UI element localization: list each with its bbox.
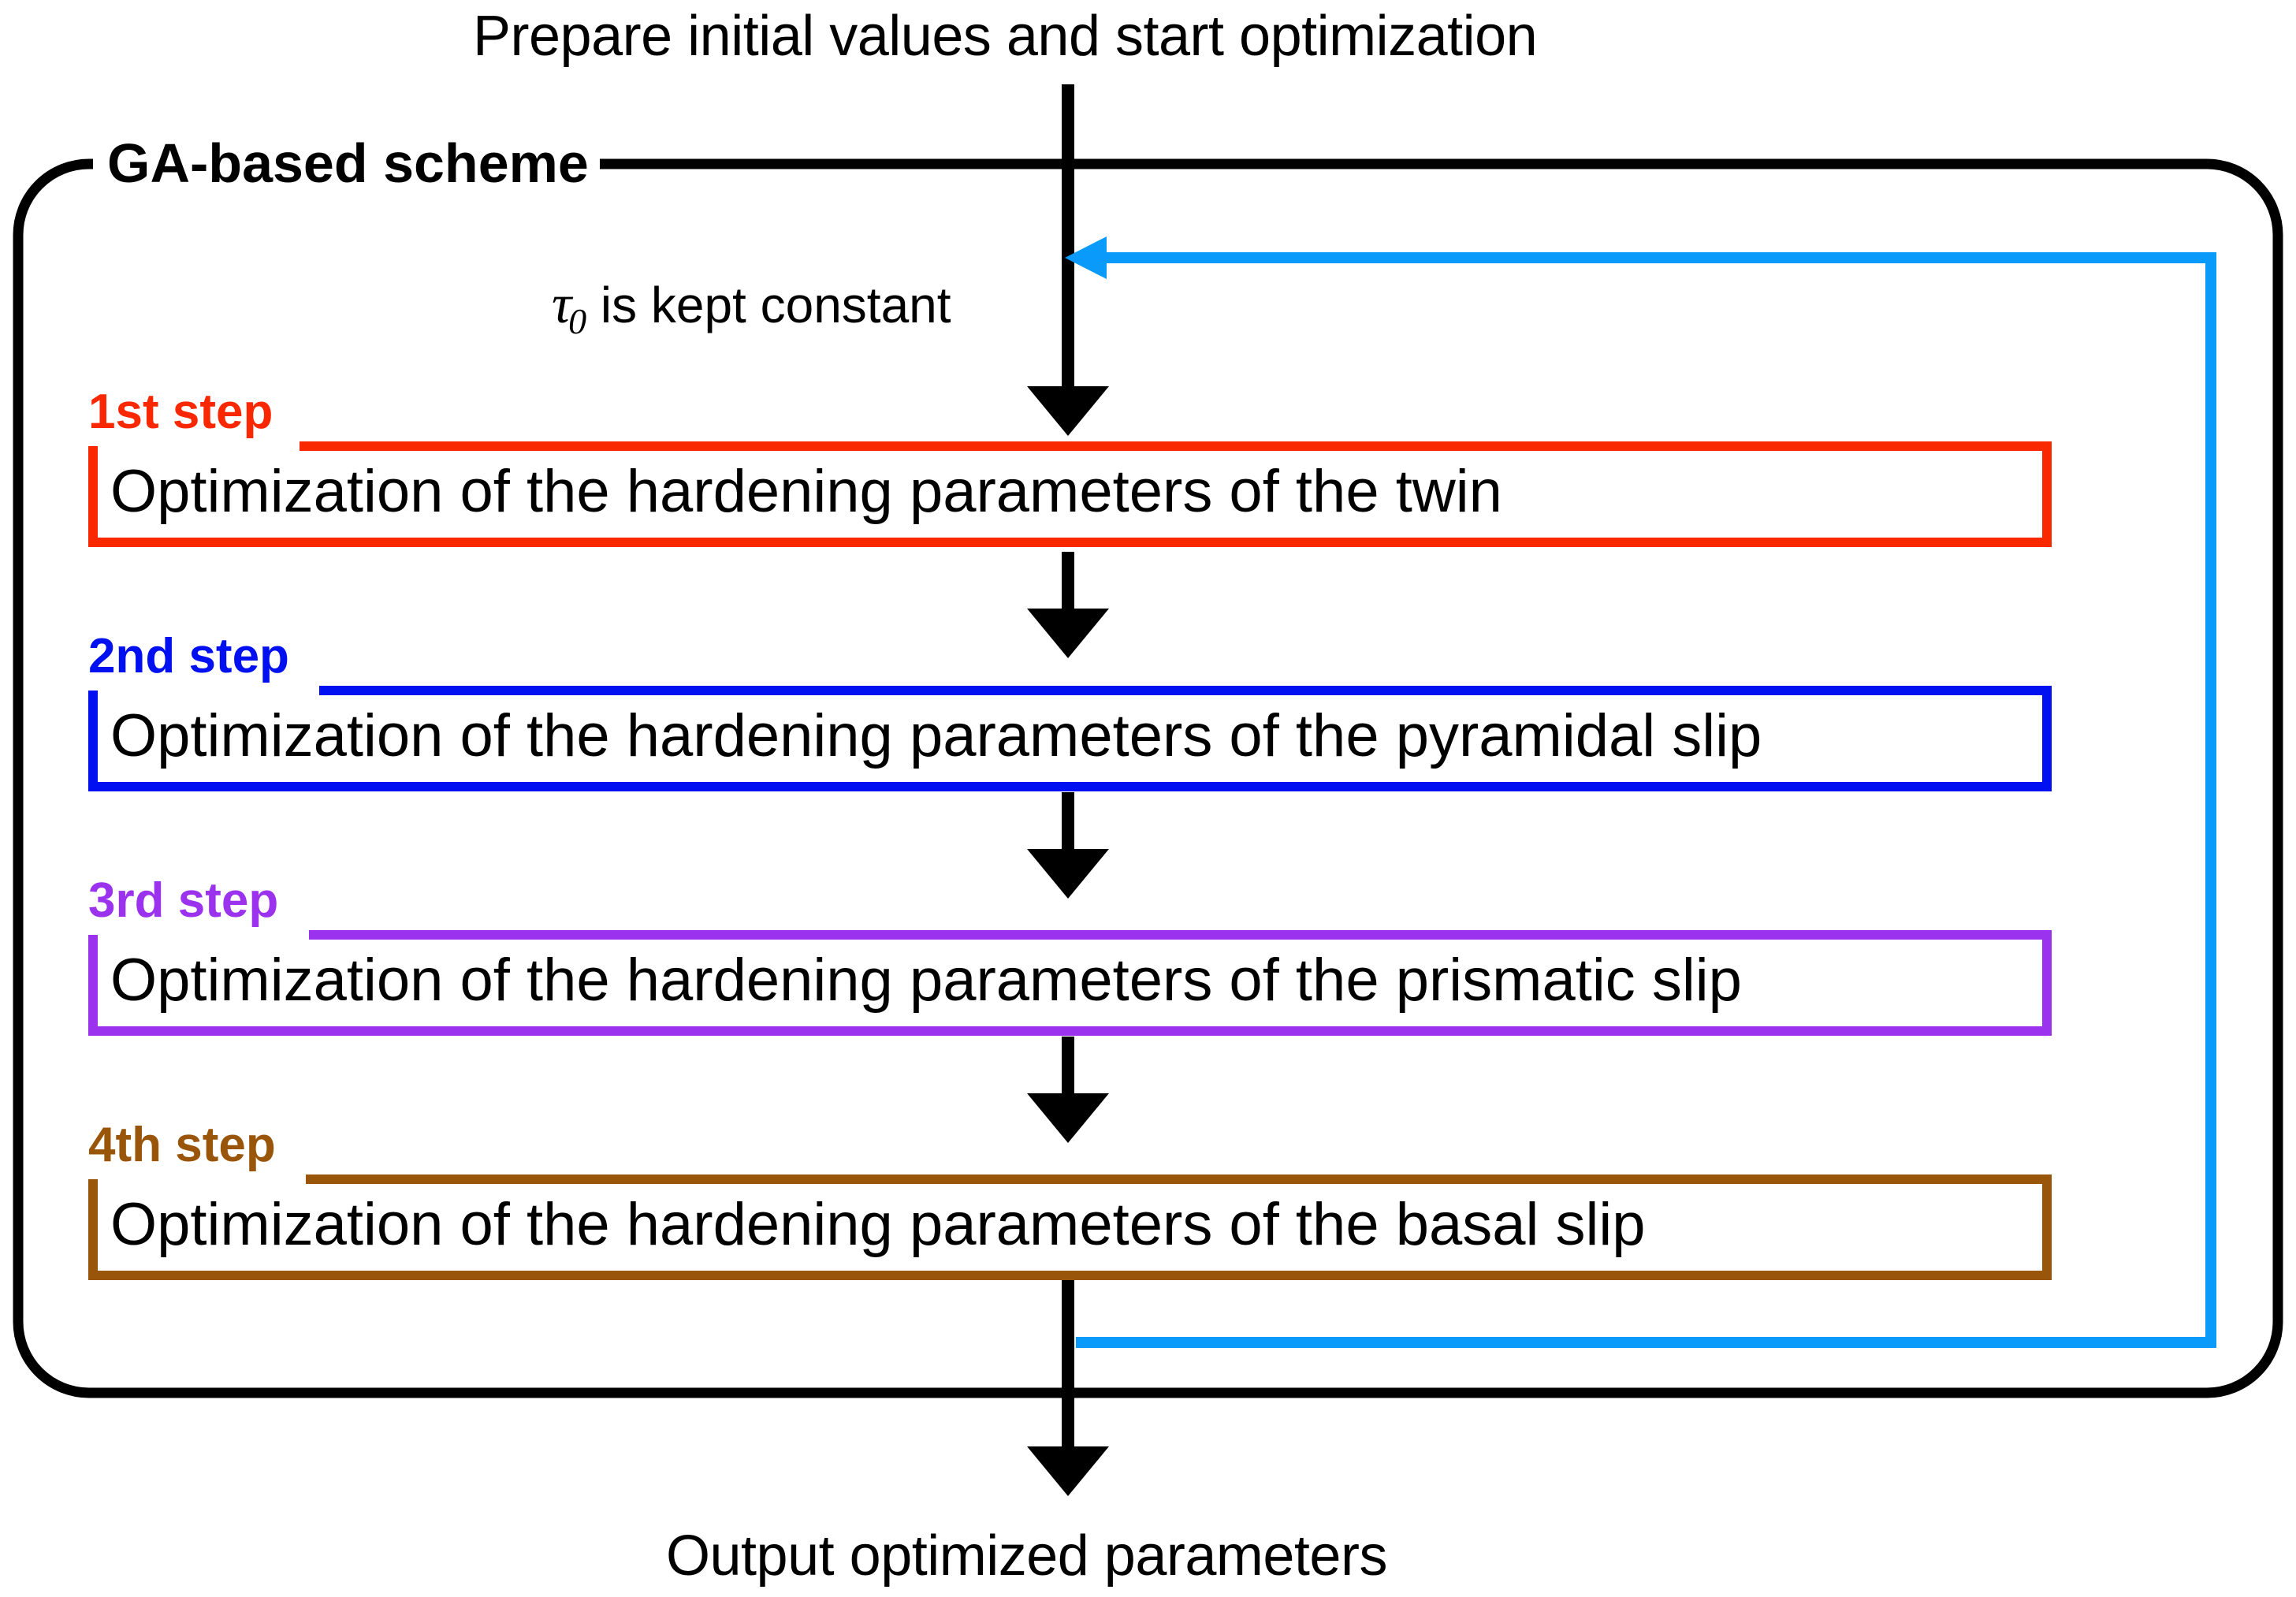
tau-subscript: 0 (568, 300, 587, 341)
step-3-box[interactable] (88, 930, 2052, 1036)
tau-constant-note: τ0 is kept constant (552, 277, 951, 340)
step-3-body: Optimization of the hardening parameters… (110, 947, 1742, 1014)
top-caption: Prepare initial values and start optimiz… (473, 5, 1538, 68)
bottom-caption: Output optimized parameters (666, 1524, 1387, 1588)
arrow-down-entry (1027, 84, 1109, 436)
feedback-loop-arrow (1065, 236, 2216, 1348)
step-4-body: Optimization of the hardening parameters… (110, 1191, 1646, 1258)
step-4-box[interactable] (88, 1174, 2052, 1280)
arrow-down-step1-step2 (1027, 552, 1109, 658)
ga-scheme-label: GA-based scheme (96, 136, 600, 191)
tau-note-text: is kept constant (586, 277, 951, 333)
step-2-body: Optimization of the hardening parameters… (110, 702, 1762, 769)
step-1-tag: 1st step (88, 388, 288, 437)
ga-scheme-container-outline (13, 158, 2283, 1398)
step-1-body: Optimization of the hardening parameters… (110, 458, 1502, 525)
step-3-tag: 3rd step (88, 877, 293, 925)
arrow-down-step3-step4 (1027, 1037, 1109, 1143)
arrow-down-exit (1027, 1277, 1109, 1496)
step-2-box[interactable] (88, 686, 2052, 791)
step-2-tag: 2nd step (88, 632, 303, 681)
step-4-tag: 4th step (88, 1121, 290, 1170)
step-1-box[interactable] (88, 441, 2052, 547)
tau-symbol: τ (552, 274, 572, 335)
arrow-down-step2-step3 (1027, 792, 1109, 899)
